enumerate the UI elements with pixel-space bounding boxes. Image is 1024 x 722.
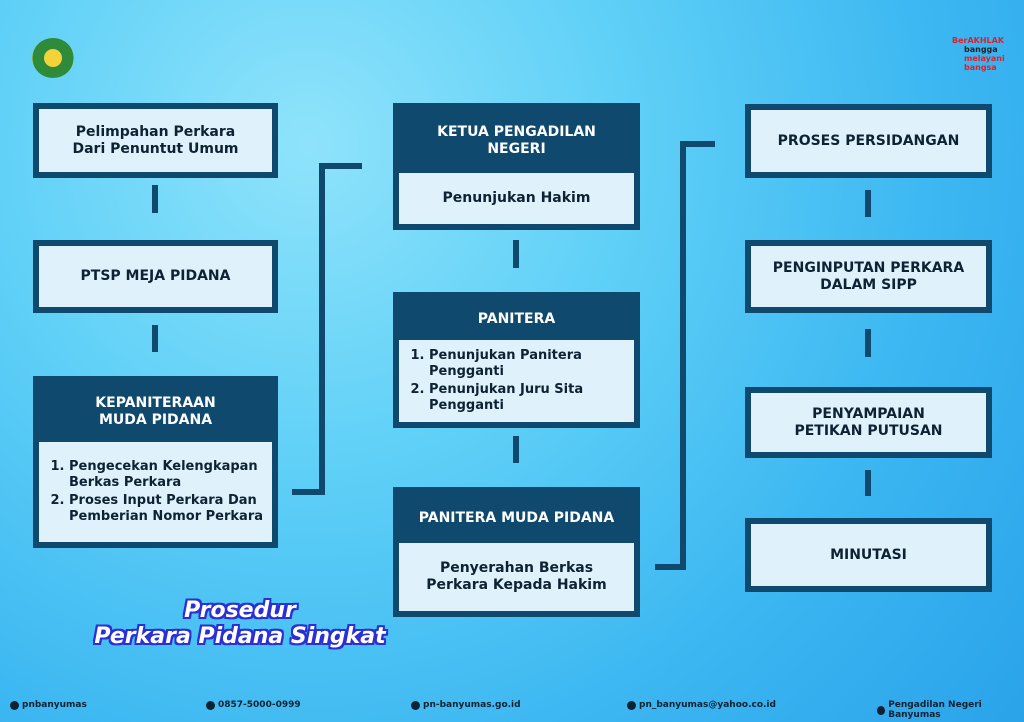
title-line: Perkara Pidana Singkat: [94, 624, 386, 649]
footer-phone[interactable]: 0857-5000-0999: [206, 700, 301, 710]
connector: [292, 489, 325, 495]
step-body: Penyerahan Berkas Perkara Kepada Hakim: [399, 543, 634, 611]
youtube-icon: [877, 705, 886, 715]
brand-line: melayani: [964, 54, 1005, 63]
step-label: MINUTASI: [830, 546, 907, 563]
list-item: Pengecekan Kelengkapan Berkas Perkara: [69, 459, 272, 491]
step-pelimpahan: Pelimpahan Perkara Dari Penuntut Umum: [33, 103, 278, 178]
list-item: Penunjukan Juru Sita Pengganti: [429, 382, 634, 414]
step-list: Pengecekan Kelengkapan Berkas PerkaraPro…: [39, 457, 272, 527]
step-ptsp: PTSP MEJA PIDANA: [33, 240, 278, 313]
footer-email[interactable]: pn_banyumas@yahoo.co.id: [627, 700, 776, 710]
whatsapp-icon: [206, 700, 215, 710]
connector: [865, 329, 871, 357]
step-label: PENGINPUTAN PERKARA DALAM SIPP: [772, 259, 965, 293]
step-label: Pelimpahan Perkara Dari Penuntut Umum: [72, 123, 239, 157]
step-petikan: PENYAMPAIAN PETIKAN PUTUSAN: [745, 387, 992, 458]
page-title: Prosedur Perkara Pidana Singkat: [60, 598, 420, 650]
footer-text: Pengadilan Negeri Banyumas: [888, 700, 982, 720]
footer-website[interactable]: pn-banyumas.go.id: [411, 700, 521, 710]
step-list: Penunjukan Panitera PenggantiPenunjukan …: [399, 346, 634, 416]
connector: [513, 436, 519, 463]
step-minutasi: MINUTASI: [745, 518, 992, 592]
brand-line: bangga: [964, 45, 998, 54]
footer-instagram[interactable]: pnbanyumas: [10, 700, 87, 710]
footer-text: pnbanyumas: [22, 700, 87, 710]
connector: [152, 185, 158, 213]
step-label: PTSP MEJA PIDANA: [80, 268, 231, 284]
step-header: KETUA PENGADILAN NEGERI: [437, 124, 596, 157]
step-ketua: KETUA PENGADILAN NEGERI Penunjukan Hakim: [393, 103, 640, 230]
connector: [152, 325, 158, 352]
berakhlak-logo: BerAKHLAK bangga melayani bangsa: [952, 36, 1005, 72]
connector: [319, 163, 362, 169]
step-kepaniteraan: KEPANITERAAN MUDA PIDANA Pengecekan Kele…: [33, 376, 278, 548]
connector: [319, 163, 325, 495]
step-panitera-muda: PANITERA MUDA PIDANA Penyerahan Berkas P…: [393, 487, 640, 617]
brand-line: bangsa: [964, 63, 997, 72]
brand-line: BerAKHLAK: [952, 36, 1005, 45]
connector: [513, 240, 519, 268]
list-item: Proses Input Perkara Dan Pemberian Nomor…: [69, 493, 272, 525]
title-line: Prosedur: [184, 598, 296, 623]
step-sipp: PENGINPUTAN PERKARA DALAM SIPP: [745, 240, 992, 313]
step-header: KEPANITERAAN MUDA PIDANA: [95, 395, 216, 428]
instagram-icon: [10, 700, 19, 710]
connector: [865, 190, 871, 217]
step-header: PANITERA MUDA PIDANA: [418, 509, 615, 526]
connector: [655, 564, 686, 570]
connector: [680, 141, 686, 570]
step-body: Penunjukan Hakim: [399, 173, 634, 224]
connector: [680, 141, 715, 147]
footer-youtube[interactable]: Pengadilan Negeri Banyumas: [877, 700, 1024, 720]
footer-text: pn-banyumas.go.id: [423, 700, 521, 710]
footer-text: 0857-5000-0999: [218, 700, 301, 710]
globe-icon: [411, 700, 420, 710]
step-label: PROSES PERSIDANGAN: [777, 132, 960, 149]
step-persidangan: PROSES PERSIDANGAN: [745, 104, 992, 178]
footer-text: pn_banyumas@yahoo.co.id: [639, 700, 776, 710]
step-label: PENYAMPAIAN PETIKAN PUTUSAN: [794, 405, 943, 439]
list-item: Penunjukan Panitera Pengganti: [429, 348, 634, 380]
court-logo: [32, 38, 74, 78]
step-header: PANITERA: [477, 310, 556, 327]
email-icon: [627, 700, 636, 710]
connector: [865, 470, 871, 496]
step-panitera: PANITERA Penunjukan Panitera PenggantiPe…: [393, 292, 640, 428]
